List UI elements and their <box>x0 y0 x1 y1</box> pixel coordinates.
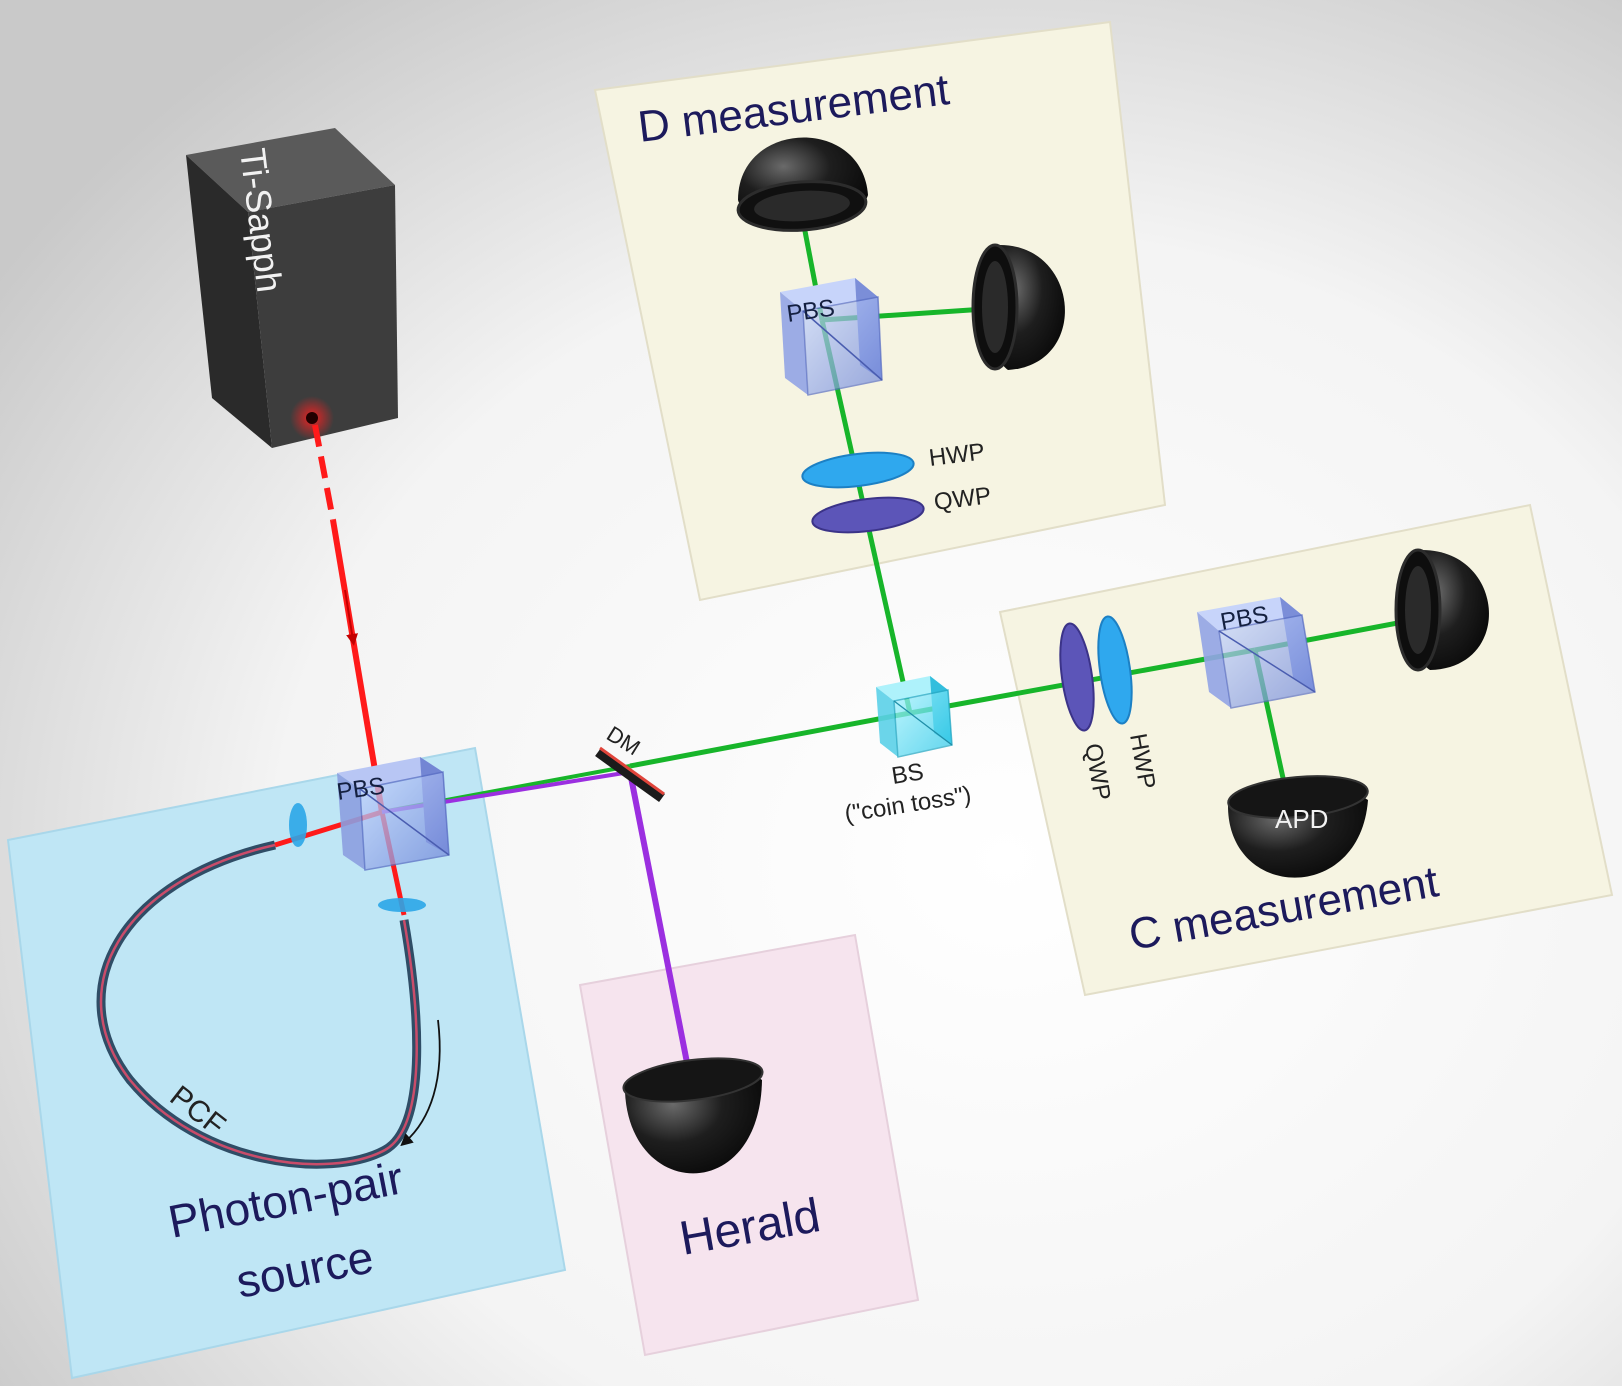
pbs-c-top <box>1197 597 1302 631</box>
pbs-source-top <box>337 757 443 789</box>
bs-label: BS <box>890 758 926 790</box>
detector-d-right-window <box>982 261 1008 353</box>
pbs-c-left <box>1197 612 1231 708</box>
pbs-d-diagonal <box>802 310 883 381</box>
bs-diagonal <box>893 700 953 746</box>
apd-label: APD <box>1275 804 1328 834</box>
pbs-source-cube: PBS <box>335 757 450 871</box>
pbs-d-cube: PBS <box>780 278 883 396</box>
d-measurement-panel <box>593 20 1167 602</box>
laser-front-face <box>248 185 398 448</box>
pbs-source-label: PBS <box>335 773 386 806</box>
pbs-d-top <box>780 278 878 311</box>
apd-detector: APD <box>1227 775 1369 878</box>
fiber-lens-bottom <box>378 898 426 912</box>
detector-d-top-window <box>754 190 850 222</box>
pcf-fiber-core <box>99 843 418 1166</box>
dm-coating <box>599 746 665 796</box>
detector-d-top <box>736 137 868 232</box>
herald-detector <box>622 1057 764 1174</box>
ti-sapph-laser: Ti-Sapph <box>186 128 398 448</box>
fiber-lens-left <box>289 803 307 847</box>
qwp-d-plate <box>811 496 925 534</box>
pump-direction-arrow <box>344 589 358 646</box>
pbs-c-diagonal <box>1218 630 1316 693</box>
laser-top-face <box>186 128 395 212</box>
detector-c-right <box>1394 548 1489 672</box>
pbs-c-cube: PBS <box>1197 597 1316 709</box>
detector-d-right <box>971 243 1065 371</box>
pbs-source-diagonal <box>359 788 450 856</box>
pbs-d-label: PBS <box>785 295 836 328</box>
hwp-c-plate <box>1097 615 1133 725</box>
pbs-source-left <box>337 773 365 870</box>
signal-beam-dm-to-bs <box>629 710 911 769</box>
pump-beam <box>330 519 385 813</box>
bs-left <box>876 687 898 757</box>
herald-panel <box>578 933 920 1357</box>
pcf-direction-arrow <box>400 1019 441 1147</box>
herald-detector-aperture <box>622 1057 764 1103</box>
idler-beam-dm-to-herald <box>627 771 693 1079</box>
bs-top <box>876 676 948 701</box>
waveplates-d: HWP QWP <box>801 438 993 534</box>
laser-left-face <box>186 155 272 448</box>
apd-aperture <box>1227 775 1369 819</box>
pbs-d-left <box>780 292 808 395</box>
pump-beam-dashed <box>312 424 336 521</box>
detector-c-right-window <box>1405 566 1431 654</box>
qwp-c-plate <box>1059 622 1095 732</box>
laser-aperture <box>306 412 318 424</box>
hwp-d-plate <box>801 451 915 489</box>
dm-body <box>595 747 665 803</box>
